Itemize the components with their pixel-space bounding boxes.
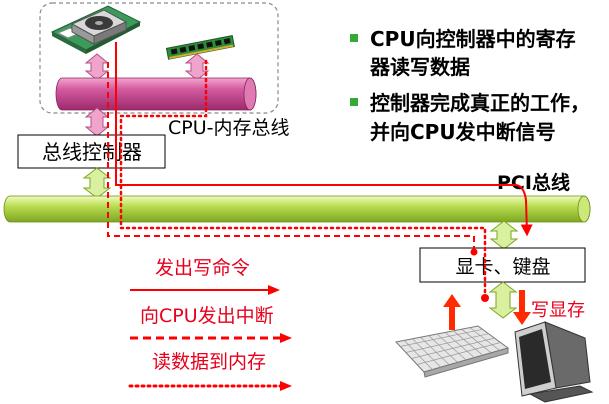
interrupt-path bbox=[107, 60, 475, 252]
cpu-fan-hub bbox=[95, 21, 103, 25]
controller-to-pci-arrow bbox=[82, 167, 112, 199]
keyboard-keys bbox=[400, 327, 501, 370]
bus-controller-label: 总线控制器 bbox=[42, 140, 142, 164]
bullet-1-line-1: CPU向控制器中的寄存 bbox=[370, 27, 576, 51]
memory-icon bbox=[165, 35, 235, 60]
pci-bus-label: PCI总线 bbox=[497, 171, 570, 194]
display-keyboard-label: 显卡、键盘 bbox=[455, 256, 550, 278]
bus-controller-box bbox=[17, 134, 166, 169]
pci-to-device-arrow bbox=[489, 220, 519, 250]
interrupt-source-dot bbox=[470, 248, 478, 256]
legend-dotted-arrowhead bbox=[280, 381, 292, 391]
keyboard-input-arrow bbox=[443, 294, 461, 330]
bullet-2-line-2: 并向CPU发中断信号 bbox=[370, 120, 556, 144]
monitor-icon bbox=[514, 321, 594, 403]
cpu-memory-bus-end bbox=[243, 77, 257, 111]
legend-interrupt-label: 向CPU发出中断 bbox=[140, 305, 274, 327]
bullet-2-line-1: 控制器完成真正的工作， bbox=[370, 91, 590, 115]
cpu-memory-enclosure bbox=[39, 2, 279, 114]
memory-chip bbox=[197, 43, 205, 50]
device-to-peripheral-arrow bbox=[488, 281, 518, 319]
green-square-icon bbox=[350, 98, 358, 106]
display-keyboard-box bbox=[419, 247, 586, 283]
memory-to-bus-arrow bbox=[184, 53, 210, 81]
memory-chip bbox=[179, 46, 187, 53]
bullet-1-line-2: 器读写数据 bbox=[369, 55, 470, 79]
legend: 发出写命令 向CPU发出中断 读数据到内存 bbox=[128, 257, 292, 391]
legend-solid-arrowhead bbox=[268, 285, 280, 295]
legend-read-data-label: 读数据到内存 bbox=[152, 351, 266, 373]
monitor-screen bbox=[519, 329, 551, 389]
green-square-icon bbox=[350, 34, 358, 42]
memory-chip bbox=[170, 48, 178, 55]
memory-chip bbox=[223, 38, 231, 45]
cpu-memory-bus bbox=[55, 77, 257, 111]
cpu-memory-bus-label: CPU-内存总线 bbox=[168, 117, 290, 139]
memory-chip bbox=[188, 45, 196, 52]
memory-chip bbox=[214, 39, 222, 46]
read-data-source-dot bbox=[481, 294, 489, 302]
cpu-heatsink-right bbox=[93, 21, 127, 45]
pci-bus bbox=[3, 195, 591, 223]
write-vram-arrow bbox=[513, 290, 531, 325]
pci-bus-end bbox=[577, 195, 591, 223]
keyboard-front-edge bbox=[423, 347, 509, 378]
monitor-stand bbox=[528, 385, 594, 403]
cpu-to-bus-arrow bbox=[84, 53, 110, 81]
write-command-path bbox=[115, 42, 533, 237]
legend-write-command-label: 发出写命令 bbox=[155, 257, 250, 279]
cpu-memory-bus-body bbox=[55, 77, 257, 111]
cpu-icon bbox=[50, 5, 142, 54]
pci-bus-body bbox=[3, 195, 591, 223]
keyboard-icon bbox=[395, 325, 510, 378]
cpu-board-edge bbox=[52, 32, 86, 54]
memory-contacts bbox=[169, 44, 234, 60]
legend-dashed-arrowhead bbox=[280, 333, 292, 343]
memory-chip bbox=[206, 41, 213, 48]
write-vram-label: 写显存 bbox=[531, 300, 585, 321]
bus-to-controller-arrow bbox=[84, 107, 110, 137]
